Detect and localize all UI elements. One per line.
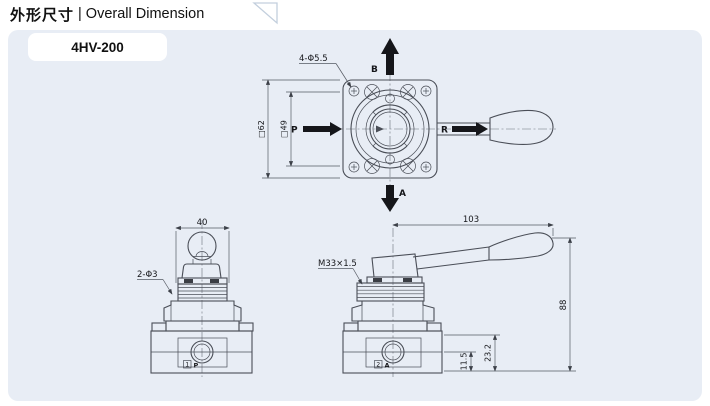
callout-thread-text: M33×1.5 xyxy=(318,259,357,269)
side-view-selector-cap xyxy=(371,253,419,278)
dim-length-103-text: 103 xyxy=(463,215,479,225)
top-view-flange xyxy=(342,79,438,179)
dim-outer-square-text: □62 xyxy=(257,120,266,138)
callout-tab-holes-text: 2-Φ3 xyxy=(137,270,158,280)
dim-outer-square: □62 xyxy=(257,79,340,179)
dim-port-11-5: 11.5 xyxy=(444,351,476,372)
front-view-body xyxy=(150,330,253,374)
arrow-r-right xyxy=(452,122,488,136)
title-chinese: 外形尺寸 xyxy=(10,6,75,24)
arrow-p-right xyxy=(303,122,342,136)
callout-bolt-holes: 4-Φ5.5 xyxy=(299,54,352,88)
side-view-bonnet xyxy=(343,300,442,332)
side-view-handle xyxy=(371,232,554,278)
top-view: B A P R 4-Φ5.5 □62 □49 xyxy=(257,38,556,212)
side-view-port xyxy=(381,340,405,364)
front-view: 40 xyxy=(137,218,254,377)
dim-inner-square-text: □49 xyxy=(280,120,289,138)
arrow-b-up xyxy=(381,38,399,75)
model-badge: 4HV-200 xyxy=(28,33,167,61)
front-view-port xyxy=(190,340,214,364)
label-port-b: B xyxy=(371,65,378,75)
callout-thread: M33×1.5 xyxy=(318,259,363,285)
top-view-port-arrows xyxy=(303,38,488,212)
front-port-number: 1 xyxy=(185,362,189,369)
label-port-p: P xyxy=(291,126,298,136)
top-view-dial xyxy=(350,89,430,169)
front-view-knob xyxy=(181,231,222,279)
side-port-number: 2 xyxy=(376,362,380,369)
arrow-a-down xyxy=(381,185,399,212)
dim-port-11-5-text: 11.5 xyxy=(460,353,469,371)
dim-height-88-text: 88 xyxy=(559,300,569,311)
label-port-r: R xyxy=(441,126,448,136)
dim-width-40-text: 40 xyxy=(197,218,208,228)
side-view-left-tab xyxy=(343,322,359,332)
side-view-port-label: 2 A xyxy=(374,360,390,369)
front-view-port-label: 1 P xyxy=(183,360,199,369)
dim-inner-square: □49 xyxy=(280,91,340,167)
front-view-ribbed-nut xyxy=(177,277,228,302)
top-view-corner-holes xyxy=(348,85,432,173)
page-header: 外形尺寸 | Overall Dimension xyxy=(10,2,204,26)
drawing-panel xyxy=(8,30,702,401)
side-view: 103 xyxy=(318,215,576,377)
title-divider: | xyxy=(78,6,82,22)
side-view-threaded-section xyxy=(356,276,425,302)
title-english: Overall Dimension xyxy=(85,6,205,22)
front-view-left-tab xyxy=(151,322,167,332)
label-port-a: A xyxy=(399,189,406,199)
top-view-cross-screws xyxy=(364,84,416,174)
dial-pointer xyxy=(376,125,384,133)
front-view-bonnet xyxy=(151,300,254,332)
top-view-lever xyxy=(437,109,554,145)
dim-length-103: 103 xyxy=(392,215,554,236)
dim-step-23-2: 23.2 xyxy=(444,334,500,372)
callout-tab-holes: 2-Φ3 xyxy=(137,270,173,295)
side-view-right-tab xyxy=(426,322,442,332)
corner-triangle-icon xyxy=(252,2,278,25)
front-view-right-tab xyxy=(238,322,254,332)
dim-width-40: 40 xyxy=(175,218,230,283)
dim-step-23-2-text: 23.2 xyxy=(484,344,493,362)
side-port-letter: A xyxy=(385,361,390,369)
front-port-letter: P xyxy=(194,361,199,369)
side-view-body xyxy=(342,330,443,374)
callout-bolt-holes-text: 4-Φ5.5 xyxy=(299,54,328,64)
dim-height-88: 88 xyxy=(444,237,576,372)
top-view-centerlines xyxy=(314,72,556,192)
